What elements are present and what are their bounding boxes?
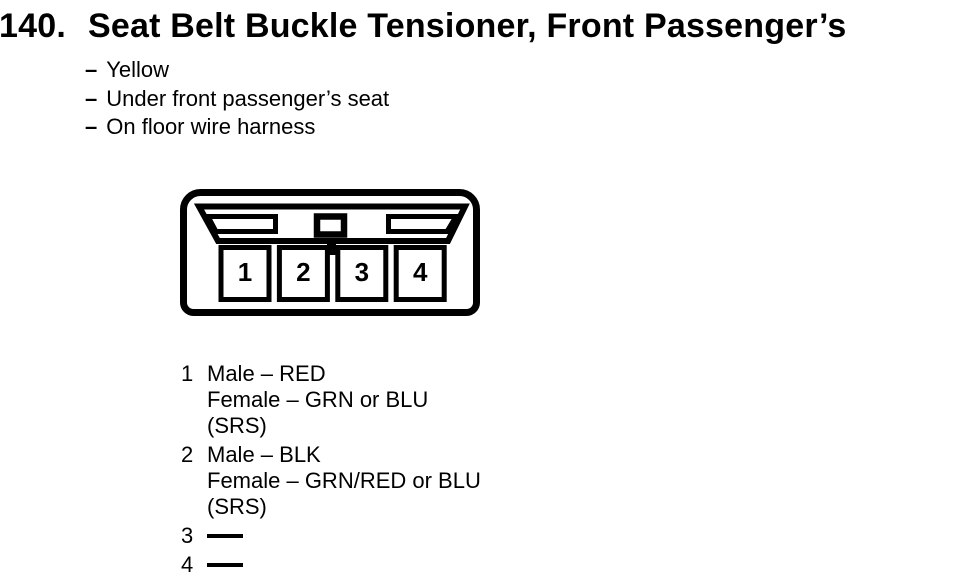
legend-no-wire-line (207, 552, 481, 578)
pin-cavity-1 (218, 245, 272, 302)
legend-wire-text: Female – GRN or BLU (207, 387, 429, 412)
legend-wire-text: Male – BLK (207, 442, 321, 467)
legend-lines (207, 552, 481, 578)
right-key-slot (386, 214, 461, 234)
legend-lines (207, 523, 481, 549)
bullet-text: Yellow (106, 57, 170, 82)
bullet-item: –On floor wire harness (85, 113, 389, 142)
item-number: 140. (0, 7, 66, 45)
bullet-text: On floor wire harness (106, 114, 316, 139)
bullet-item: –Yellow (85, 56, 389, 85)
connector-diagram: 1 2 3 4 (176, 186, 484, 320)
pin-cavity-2 (276, 245, 330, 302)
legend-pin-number: 3 (181, 523, 194, 548)
pin-cavity-3 (335, 245, 389, 302)
lock-tab-slot (313, 213, 348, 238)
legend-no-wire-line (207, 523, 481, 549)
legend-entry: 3 (181, 523, 481, 549)
no-wire-dash (207, 563, 243, 568)
legend-wire-text: (SRS) (207, 413, 267, 438)
legend-wire-text: (SRS) (207, 494, 267, 519)
legend-pin-number: 4 (181, 552, 194, 577)
bullet-item: –Under front passenger’s seat (85, 85, 389, 114)
legend-wire-text: Male – RED (207, 361, 326, 386)
connector-hood (193, 203, 470, 244)
pin-number-3: 3 (355, 257, 369, 287)
left-key-slot (203, 214, 278, 234)
legend-entry: 4 (181, 552, 481, 578)
item-title-text: Seat Belt Buckle Tensioner, Front Passen… (88, 7, 847, 45)
pin-cavity-4 (393, 245, 447, 302)
legend-pin-number: 2 (181, 442, 194, 467)
pin-number-2: 2 (296, 257, 310, 287)
pin-number-1: 1 (238, 257, 252, 287)
bullet-dash: – (85, 114, 98, 139)
pin-number-4: 4 (413, 257, 428, 287)
bullet-dash: – (85, 85, 98, 111)
bullet-dash: – (85, 57, 98, 82)
connector-svg: 1 2 3 4 (180, 189, 480, 316)
legend-pin-number: 1 (181, 361, 194, 386)
center-tab (327, 241, 336, 255)
no-wire-dash (207, 534, 243, 539)
bullet-text: Under front passenger’s seat (106, 85, 390, 111)
bullets: –Yellow–Under front passenger’s seat–On … (85, 56, 389, 142)
legend-wire-text: Female – GRN/RED or BLU (207, 468, 481, 493)
item-title: 140. Seat Belt Buckle Tensioner, Front P… (0, 5, 847, 47)
